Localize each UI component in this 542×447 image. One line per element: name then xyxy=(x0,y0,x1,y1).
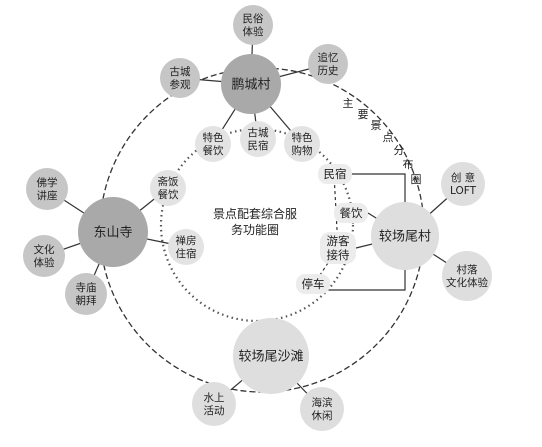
hub-pengcheng-label: 鹏城村 xyxy=(231,78,270,93)
hub-dongshan-circle xyxy=(78,197,148,267)
hub-jiaochang-circle xyxy=(371,202,439,270)
satellite-loft: 创 意 LOFT xyxy=(441,162,485,206)
satellite-water-line1: 水上 xyxy=(204,392,225,404)
satellite-loft-circle xyxy=(441,162,485,206)
satellite-oldtown: 古城 参观 xyxy=(160,58,200,98)
label-jiedai-box xyxy=(320,232,356,264)
service-veg-line1: 斋饭 xyxy=(158,175,179,188)
service-shop-line1: 特色 xyxy=(292,131,313,144)
label-canyin: 餐饮 xyxy=(334,203,368,223)
satellite-folk-line1: 民俗 xyxy=(243,13,264,25)
service-veg-line2: 餐饮 xyxy=(158,188,179,201)
service-zen: 禅房 住宿 xyxy=(168,229,204,265)
satellite-leisure: 海滨 休闲 xyxy=(300,387,344,431)
satellite-leisure-line2: 休闲 xyxy=(312,409,333,422)
label-minsu-text: 民宿 xyxy=(324,167,347,181)
satellite-village-line2: 文化体验 xyxy=(446,276,488,289)
service-inn-line1: 古城 xyxy=(248,126,269,139)
label-tingche-text: 停车 xyxy=(302,277,325,291)
satellite-village-circle xyxy=(442,251,492,301)
ring-char-2: 景 xyxy=(371,119,382,132)
ring-char-0: 主 xyxy=(343,97,354,110)
service-veg-circle xyxy=(150,170,186,206)
ring-char-1: 要 xyxy=(358,108,369,121)
center-label-line2: 务功能圈 xyxy=(231,222,279,237)
hub-beach-label: 较场尾沙滩 xyxy=(238,350,303,365)
ring-char-5: 布 xyxy=(403,158,414,171)
service-zen-circle xyxy=(168,229,204,265)
label-canyin-text: 餐饮 xyxy=(340,206,363,220)
label-tingche: 停车 xyxy=(296,274,330,294)
satellite-buddhist-line1: 佛学 xyxy=(37,176,58,189)
hub-dongshan: 东山寺 xyxy=(78,197,148,267)
satellite-culture-line2: 体验 xyxy=(34,256,55,269)
hub-jiaochang-label: 较场尾村 xyxy=(379,230,431,245)
satellite-temple: 寺庙 朝拜 xyxy=(65,273,107,315)
service-inn: 古城 民宿 xyxy=(240,121,276,157)
satellite-oldtown-line2: 参观 xyxy=(170,78,191,91)
satellite-village: 村落 文化体验 xyxy=(442,251,492,301)
ring-label: 主 要 景 点 分 布 圈 xyxy=(343,97,422,186)
service-zen-line2: 住宿 xyxy=(176,247,197,260)
satellite-temple-circle xyxy=(65,273,107,315)
satellite-history-circle xyxy=(308,44,348,84)
service-food: 特色 餐饮 xyxy=(195,126,231,162)
service-inn-circle xyxy=(240,121,276,157)
label-canyin-box xyxy=(334,203,368,223)
hub-beach: 较场尾沙滩 xyxy=(233,318,309,394)
satellite-water-line2: 活动 xyxy=(204,405,225,417)
satellite-culture-line1: 文化 xyxy=(34,243,55,256)
satellite-water-circle xyxy=(192,382,236,426)
satellite-leisure-line1: 海滨 xyxy=(312,396,333,409)
service-food-line2: 餐饮 xyxy=(203,144,224,157)
label-jiedai-line2: 接待 xyxy=(327,248,350,262)
satellite-temple-line1: 寺庙 xyxy=(76,281,97,294)
ring-char-4: 分 xyxy=(394,144,405,157)
satellite-buddhist-circle xyxy=(26,168,68,210)
center-label: 景点配套综合服 务功能圈 xyxy=(213,206,297,237)
label-tingche-box xyxy=(296,274,330,294)
hub-pengcheng-circle xyxy=(221,54,281,114)
satellite-folk-circle xyxy=(233,5,273,45)
hub-beach-circle xyxy=(233,318,309,394)
satellite-buddhist-line2: 讲座 xyxy=(37,189,58,202)
service-food-circle xyxy=(195,126,231,162)
satellite-loft-line2: LOFT xyxy=(450,185,477,197)
label-jiedai: 游客 接待 xyxy=(320,232,356,264)
satellite-history-line1: 追忆 xyxy=(318,51,339,64)
service-food-line1: 特色 xyxy=(203,131,224,144)
satellite-oldtown-circle xyxy=(160,58,200,98)
service-inn-line2: 民宿 xyxy=(248,139,269,152)
hub-dongshan-label: 东山寺 xyxy=(93,226,132,241)
ring-char-6: 圈 xyxy=(411,173,422,186)
center-label-line1: 景点配套综合服 xyxy=(213,206,297,221)
ring-char-3: 点 xyxy=(383,131,394,144)
satellite-history: 追忆 历史 xyxy=(308,44,348,84)
satellite-culture: 文化 体验 xyxy=(23,235,65,277)
service-shop: 特色 购物 xyxy=(284,126,320,162)
satellite-village-line1: 村落 xyxy=(457,263,478,276)
satellite-folk: 民俗 体验 xyxy=(233,5,273,45)
service-shop-line2: 购物 xyxy=(292,144,313,157)
label-minsu-box xyxy=(318,164,352,184)
satellite-loft-line1: 创 意 xyxy=(451,171,475,184)
satellite-history-line2: 历史 xyxy=(318,65,339,77)
service-veg: 斋饭 餐饮 xyxy=(150,170,186,206)
satellite-temple-line2: 朝拜 xyxy=(76,295,97,307)
satellite-water: 水上 活动 xyxy=(192,382,236,426)
satellite-leisure-circle xyxy=(300,387,344,431)
satellite-buddhist: 佛学 讲座 xyxy=(26,168,68,210)
hub-pengcheng: 鹏城村 xyxy=(221,54,281,114)
label-minsu: 民宿 xyxy=(318,164,352,184)
service-zen-line1: 禅房 xyxy=(176,234,197,247)
satellite-culture-circle xyxy=(23,235,65,277)
service-shop-circle xyxy=(284,126,320,162)
label-jiedai-line1: 游客 xyxy=(327,234,350,248)
satellite-oldtown-line1: 古城 xyxy=(170,65,191,78)
hub-jiaochang: 较场尾村 xyxy=(371,202,439,270)
satellite-folk-line2: 体验 xyxy=(243,25,264,38)
